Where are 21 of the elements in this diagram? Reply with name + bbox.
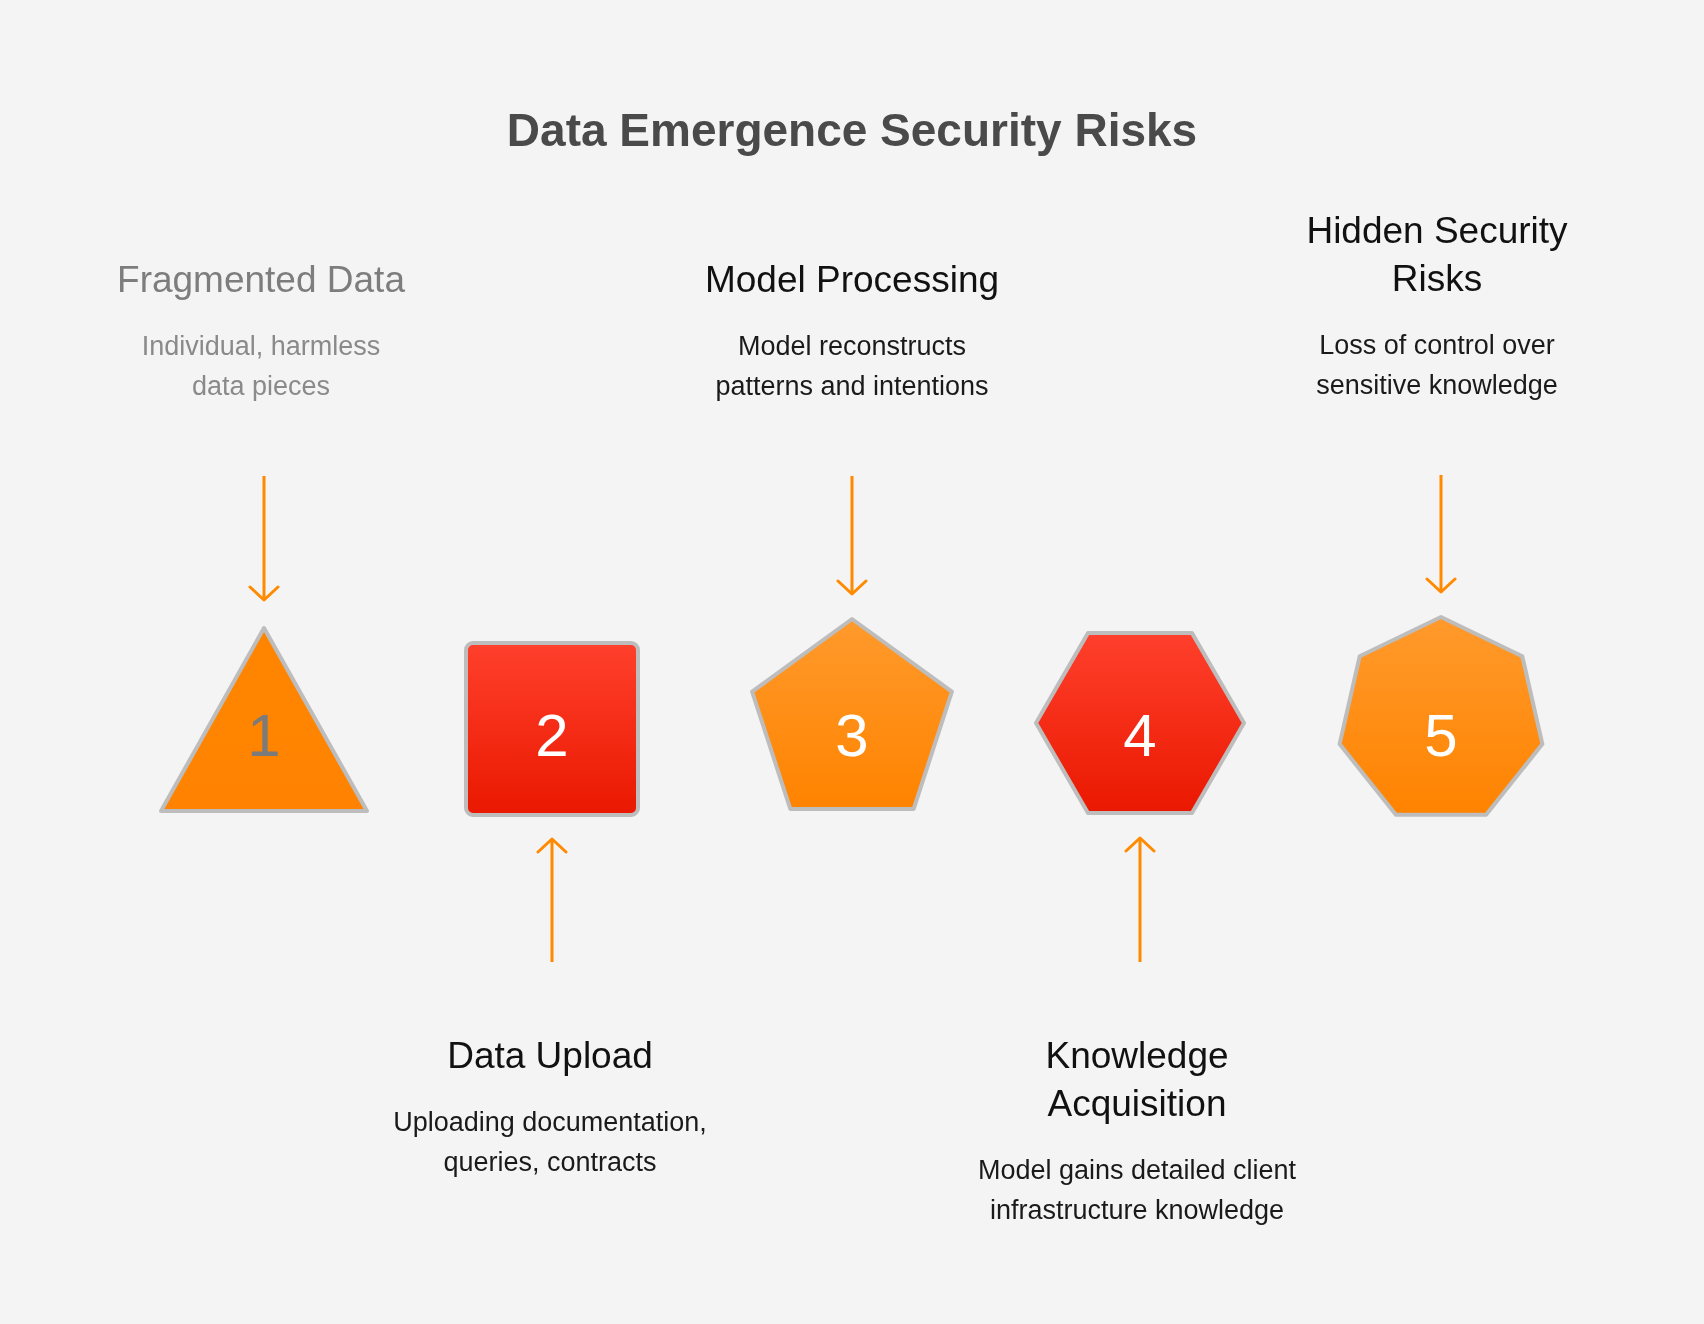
step-number: 1 (247, 706, 281, 766)
step-description: Model reconstructs patterns and intentions (714, 330, 990, 403)
step-heading: Knowledge Acquisition (1044, 1034, 1230, 1126)
step-description: Loss of control over sensitive knowledge (1315, 329, 1559, 402)
step-heading: Fragmented Data (117, 258, 405, 302)
arrow (1124, 836, 1156, 962)
step-heading: Model Processing (704, 258, 1000, 302)
step-description: Uploading documentation, queries, contracts (392, 1106, 708, 1179)
arrow (836, 476, 868, 596)
step-heading: Data Upload (447, 1034, 653, 1078)
step-number: 4 (1123, 706, 1157, 766)
step-number: 5 (1424, 706, 1458, 766)
step-heading: Hidden Security Risks (1305, 209, 1569, 301)
step-number: 3 (835, 706, 869, 766)
step-description: Individual, harmless data pieces (140, 330, 382, 403)
arrow (536, 837, 568, 962)
arrow (1425, 475, 1457, 594)
title: Data Emergence Security Risks (506, 103, 1198, 158)
step-number: 2 (535, 706, 569, 766)
step-description: Model gains detailed client infrastructure knowledge (976, 1154, 1298, 1227)
arrow (248, 476, 280, 602)
